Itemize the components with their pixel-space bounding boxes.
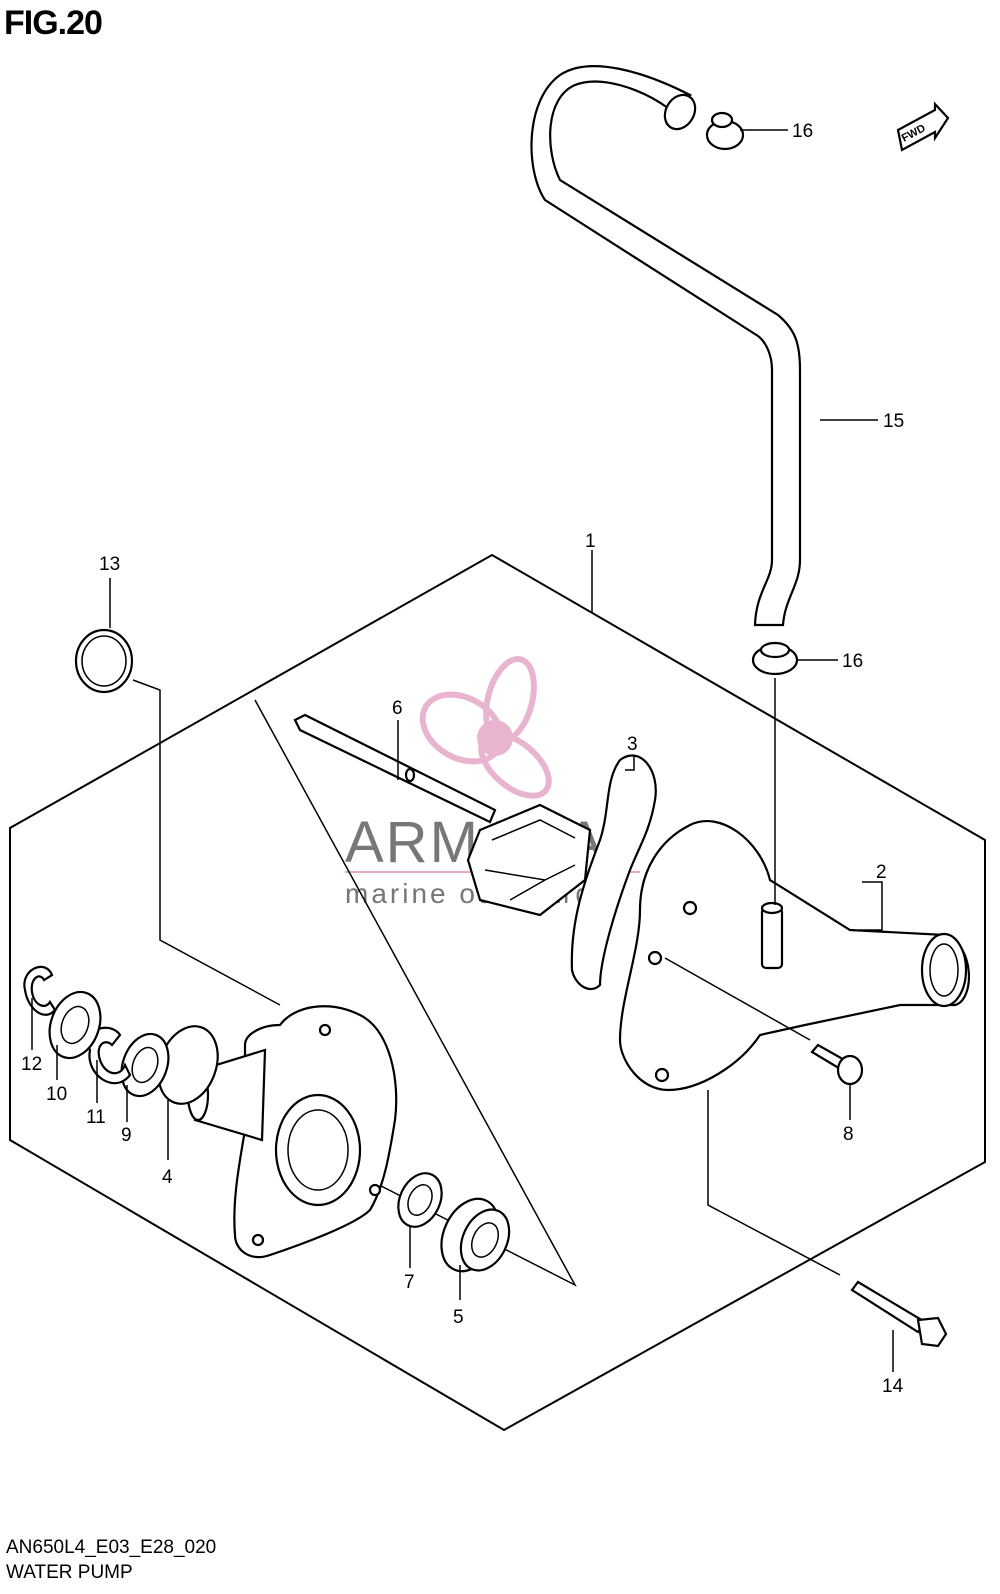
propeller-icon [419,656,552,799]
callout-6: 6 [392,698,403,719]
figure-title: FIG.20 [4,4,103,42]
o-ring [74,628,134,694]
callout-16-upper: 16 [792,121,813,142]
callout-8: 8 [843,1124,854,1145]
callout-11: 11 [86,1107,106,1128]
bearing-inner [120,1032,170,1098]
pump-bolt-short [810,1043,864,1086]
bearing-outer [48,990,102,1060]
oil-seal [397,1172,443,1228]
callout-10: 10 [46,1084,67,1105]
impeller-shaft [293,713,497,824]
callout-16-lower: 16 [842,651,863,672]
hose-clamp-upper [705,111,745,151]
callout-9: 9 [121,1125,132,1146]
hose [530,65,802,627]
callout-3: 3 [627,734,638,755]
callout-1: 1 [585,531,596,552]
callout-4: 4 [162,1167,173,1188]
section-name: WATER PUMP [6,1562,133,1583]
callout-15: 15 [883,411,904,432]
model-code: AN650L4_E03_E28_020 [6,1537,217,1558]
callout-13: 13 [99,554,120,575]
mechanical-seal-housing [186,1005,398,1259]
callout-7: 7 [404,1272,415,1293]
hose-end [663,93,697,131]
callout-12: 12 [21,1054,42,1075]
impeller [466,803,592,917]
hose-clamp-lower [751,641,799,676]
leader-lines [31,129,894,1372]
circlip-outer [23,965,57,1016]
circlip-inner [86,1026,132,1085]
pump-bolt-long [850,1280,948,1348]
pump-cover-gasket [570,754,657,991]
fwd-direction-badge: FWD [896,101,950,152]
callout-14: 14 [882,1376,904,1397]
assembly-outline [9,553,986,1432]
water-pump-body [618,819,971,1092]
callout-2: 2 [876,862,887,883]
mechanical-seal [440,1197,511,1273]
callout-5: 5 [453,1307,464,1328]
